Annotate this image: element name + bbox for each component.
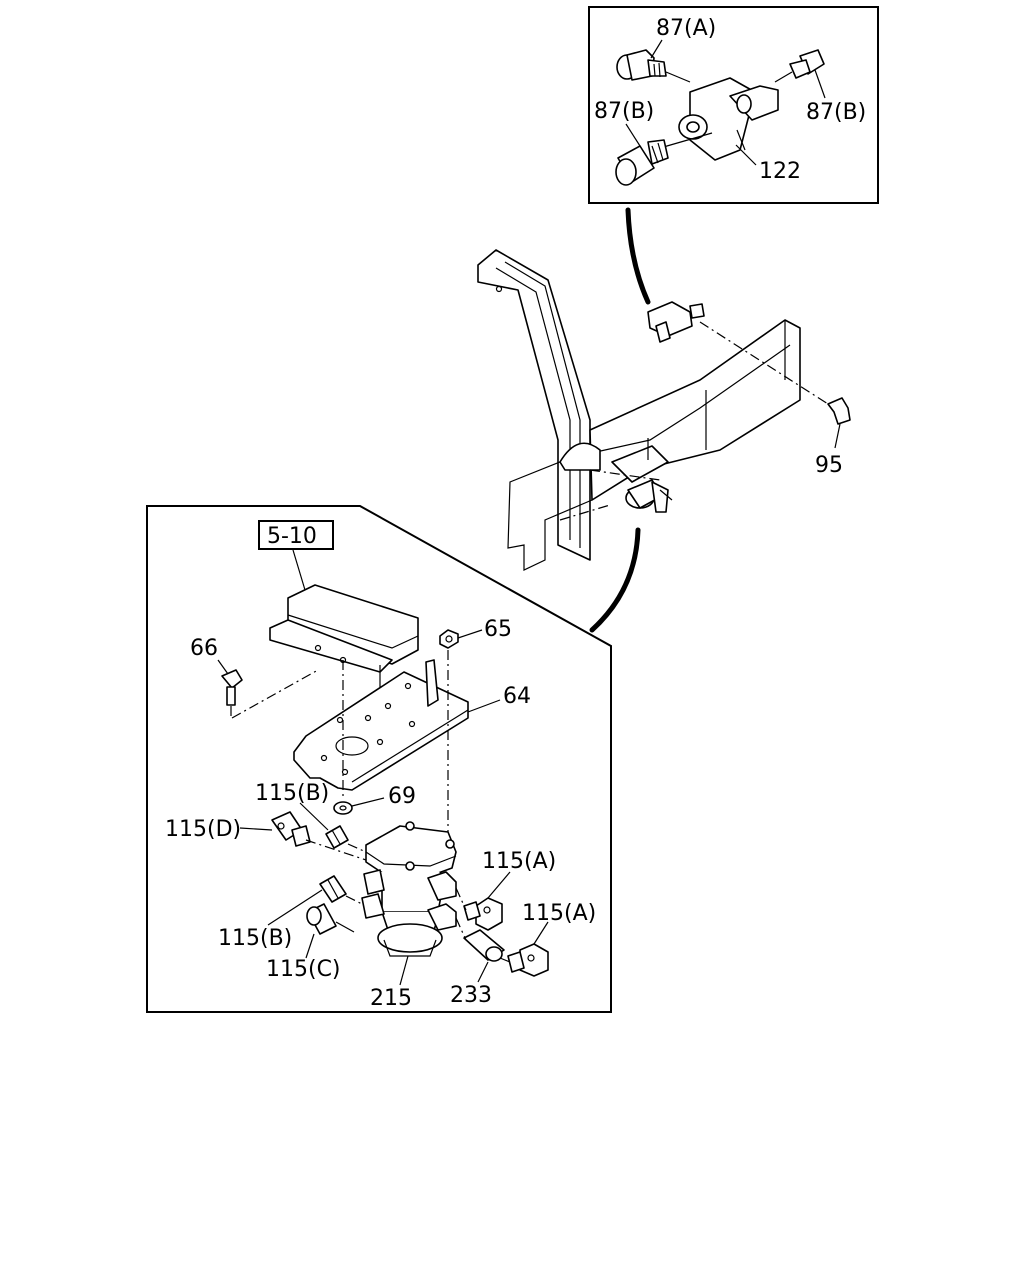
part-115a-top-elbow bbox=[463, 871, 511, 931]
label-66: 66 bbox=[190, 636, 218, 661]
part-215-relay-valve bbox=[361, 821, 457, 986]
part-69-washer bbox=[333, 797, 385, 815]
detail-box-bottom: 5-10 66 65 bbox=[146, 505, 612, 1013]
label-115c: 115(C) bbox=[266, 957, 341, 982]
part-66-bolt bbox=[217, 659, 243, 706]
label-87a: 87(A) bbox=[656, 16, 716, 41]
label-115d: 115(D) bbox=[165, 817, 241, 842]
label-115b-bottom: 115(B) bbox=[218, 926, 292, 951]
detail-frame-top bbox=[588, 6, 879, 204]
frame-mounted-valve bbox=[625, 479, 673, 513]
label-115b-top: 115(B) bbox=[255, 781, 329, 806]
label-5-10: 5-10 bbox=[267, 524, 317, 549]
pointer-curve-top bbox=[625, 207, 651, 305]
label-95: 95 bbox=[815, 453, 843, 478]
part-64-bracket-plate bbox=[293, 659, 501, 791]
part-87a-elbow-fitting bbox=[616, 49, 691, 83]
detail-box-top: 87(A) 87(B) 87(B) 122 bbox=[588, 6, 879, 204]
label-122: 122 bbox=[759, 159, 801, 184]
part-115b-top-fitting bbox=[299, 802, 349, 849]
pointer-curve-bottom bbox=[589, 527, 641, 633]
centerline-bolt bbox=[699, 321, 829, 405]
label-233: 233 bbox=[450, 983, 492, 1008]
part-115d-tee-fitting bbox=[239, 811, 311, 847]
part-87b-right-connector bbox=[774, 49, 826, 99]
detail-frame-bottom bbox=[146, 505, 612, 1013]
label-87b-left: 87(B) bbox=[594, 99, 654, 124]
part-65-nut bbox=[439, 629, 483, 649]
part-122-tee-block bbox=[659, 77, 779, 161]
part-87b-left-connector bbox=[615, 139, 669, 186]
part-95-bolt bbox=[827, 397, 851, 449]
part-115c-fitting bbox=[305, 903, 337, 959]
label-69: 69 bbox=[388, 784, 416, 809]
part-115a-bottom-elbow bbox=[507, 921, 549, 977]
ref-box-5-10 bbox=[258, 520, 334, 550]
part-233-connector bbox=[463, 929, 505, 983]
label-215: 215 bbox=[370, 986, 412, 1011]
chassis-frame bbox=[477, 249, 829, 571]
label-115a-bottom: 115(A) bbox=[522, 901, 596, 926]
label-87b-right: 87(B) bbox=[806, 100, 866, 125]
frame-tee-fitting bbox=[647, 301, 705, 343]
label-115a-top: 115(A) bbox=[482, 849, 556, 874]
part-115b-bottom-fitting bbox=[267, 875, 347, 926]
label-65: 65 bbox=[484, 617, 512, 642]
label-64: 64 bbox=[503, 684, 531, 709]
